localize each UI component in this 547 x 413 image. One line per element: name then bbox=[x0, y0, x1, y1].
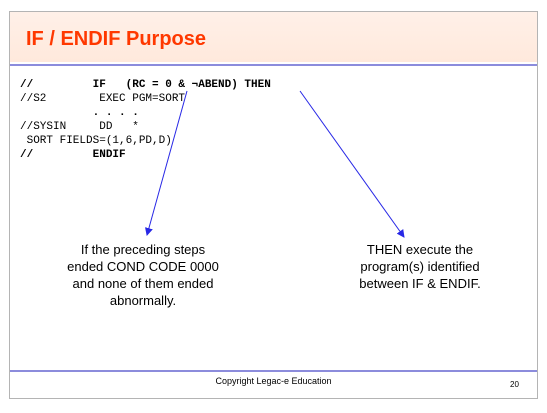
slide-title: IF / ENDIF Purpose bbox=[26, 28, 207, 50]
jcl-code-block: // IF (RC = 0 & ¬ABEND) THEN //S2 EXEC PG… bbox=[20, 78, 271, 162]
note-condition: If the preceding steps ended COND CODE 0… bbox=[67, 242, 219, 308]
title-rule bbox=[10, 64, 537, 66]
code-line: SORT FIELDS=(1,6,PD,D) bbox=[20, 135, 172, 147]
code-line: // IF (RC = 0 & ¬ABEND) THEN bbox=[20, 79, 271, 91]
slide-frame bbox=[9, 11, 538, 399]
title-bar bbox=[10, 12, 537, 62]
code-line: //S2 EXEC PGM=SORT bbox=[20, 93, 186, 105]
page-number: 20 bbox=[510, 380, 519, 389]
code-line: . . . . bbox=[20, 107, 139, 119]
footer-rule bbox=[10, 370, 537, 372]
note-then-execute: THEN execute the program(s) identified b… bbox=[359, 242, 481, 291]
code-line: // ENDIF bbox=[20, 149, 126, 161]
code-line: //SYSIN DD * bbox=[20, 121, 139, 133]
copyright-footer: Copyright Legac-e Education bbox=[215, 376, 332, 386]
